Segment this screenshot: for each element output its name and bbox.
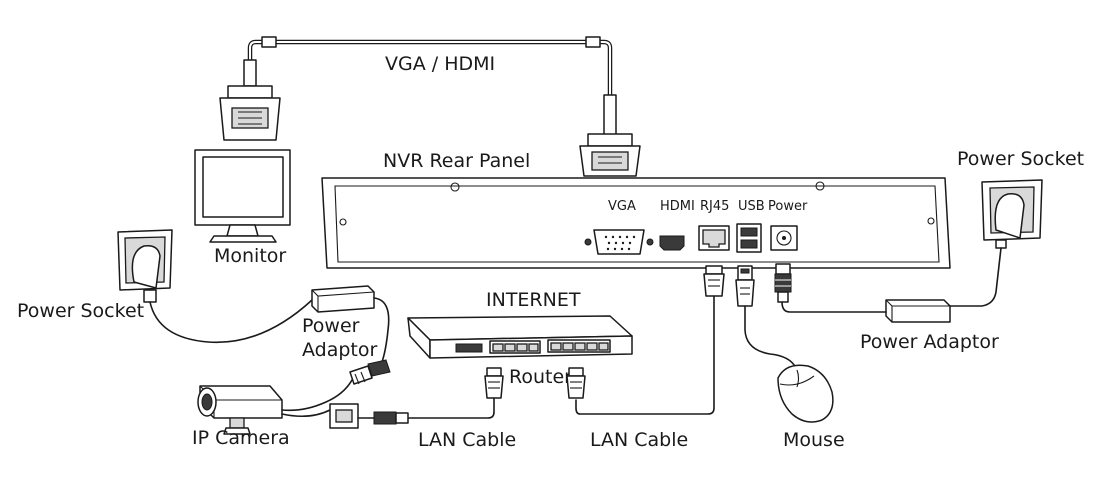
power-socket-right-icon (981, 179, 1043, 249)
monitor-icon (194, 85, 291, 243)
rj45-port (698, 225, 730, 251)
lan-cable-left-label: LAN Cable (418, 429, 516, 451)
internet-label: INTERNET (486, 289, 581, 311)
router-icon (407, 315, 633, 359)
camera-rj45-coupler (329, 403, 359, 429)
port-label-usb: USB (738, 199, 765, 214)
dc-connector-camera (349, 359, 391, 385)
nvr-rear-panel-label: NVR Rear Panel (383, 150, 530, 172)
lan-cable-right-label: LAN Cable (590, 429, 688, 451)
hdmi-port (659, 235, 685, 251)
monitor-label: Monitor (214, 245, 286, 267)
port-label-hdmi: HDMI (660, 199, 695, 214)
rj45-plug-router-right (566, 367, 586, 399)
vga-port (584, 229, 654, 255)
power-adaptor-left-icon (311, 285, 375, 313)
mouse-label: Mouse (783, 429, 845, 451)
usb-plug (735, 265, 755, 307)
power-plug-nvr (774, 263, 792, 303)
port-label-power: Power (768, 199, 808, 214)
power-adaptor-right-label: Power Adaptor (860, 331, 999, 353)
vga-hdmi-label: VGA / HDMI (385, 53, 495, 75)
usb-ports (736, 223, 762, 253)
power-socket-left-label: Power Socket (17, 300, 144, 322)
power-port (770, 225, 798, 251)
power-adaptor-left-label-2: Adaptor (302, 339, 378, 361)
router-label: Router (509, 366, 572, 388)
power-adaptor-left-label-1: Power (302, 315, 360, 337)
port-label-rj45: RJ45 (700, 199, 729, 214)
rj45-plug-camera-side (373, 411, 409, 425)
vga-plug-nvr (579, 133, 641, 177)
ip-camera-label: IP Camera (192, 427, 290, 449)
power-socket-right-label: Power Socket (957, 148, 1084, 170)
mouse-icon (777, 364, 834, 423)
power-socket-left-icon (117, 229, 173, 303)
ip-camera-icon (197, 385, 283, 435)
port-label-vga: VGA (608, 199, 636, 214)
rj45-plug-nvr (703, 265, 725, 297)
rj45-plug-router-left (484, 367, 504, 399)
power-adaptor-right-icon (885, 299, 951, 323)
